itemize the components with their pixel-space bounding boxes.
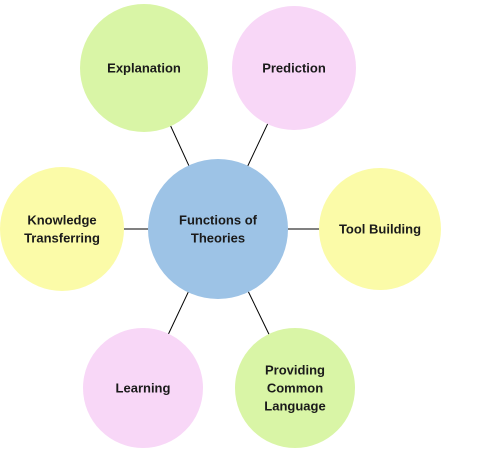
center-node-label-line-1: Functions of [179, 213, 258, 228]
connector-providing-common-language [247, 290, 270, 336]
node-explanation: Explanation [80, 4, 208, 132]
connector-explanation [169, 125, 190, 167]
node-providing-common-language-label-line-1: Providing [265, 363, 325, 378]
node-tool-building-circle [319, 168, 441, 290]
node-providing-common-language-label-line-2: Common [267, 381, 323, 396]
node-learning: Learning [83, 328, 203, 448]
node-knowledge-transferring-label-line-1: Knowledge [27, 213, 96, 228]
center-node: Functions of Theories [148, 159, 288, 299]
node-knowledge-transferring-circle [0, 167, 124, 291]
center-node-circle [148, 159, 288, 299]
node-prediction: Prediction [232, 6, 356, 130]
node-tool-building-label-line-1: Tool Building [339, 222, 421, 237]
node-tool-building: Tool Building [319, 168, 441, 290]
node-providing-common-language-label-line-3: Language [264, 399, 325, 414]
node-providing-common-language-circle [235, 328, 355, 448]
connector-prediction [247, 122, 269, 167]
node-explanation-label-line-1: Explanation [107, 61, 181, 76]
node-explanation-circle [80, 4, 208, 132]
node-prediction-circle [232, 6, 356, 130]
center-node-label-line-2: Theories [191, 231, 245, 246]
node-knowledge-transferring-label-line-2: Transferring [24, 231, 100, 246]
node-learning-label-line-1: Learning [116, 381, 171, 396]
node-learning-circle [83, 328, 203, 448]
node-prediction-label-line-1: Prediction [262, 61, 326, 76]
connector-learning [167, 291, 190, 335]
connectors [123, 122, 320, 336]
